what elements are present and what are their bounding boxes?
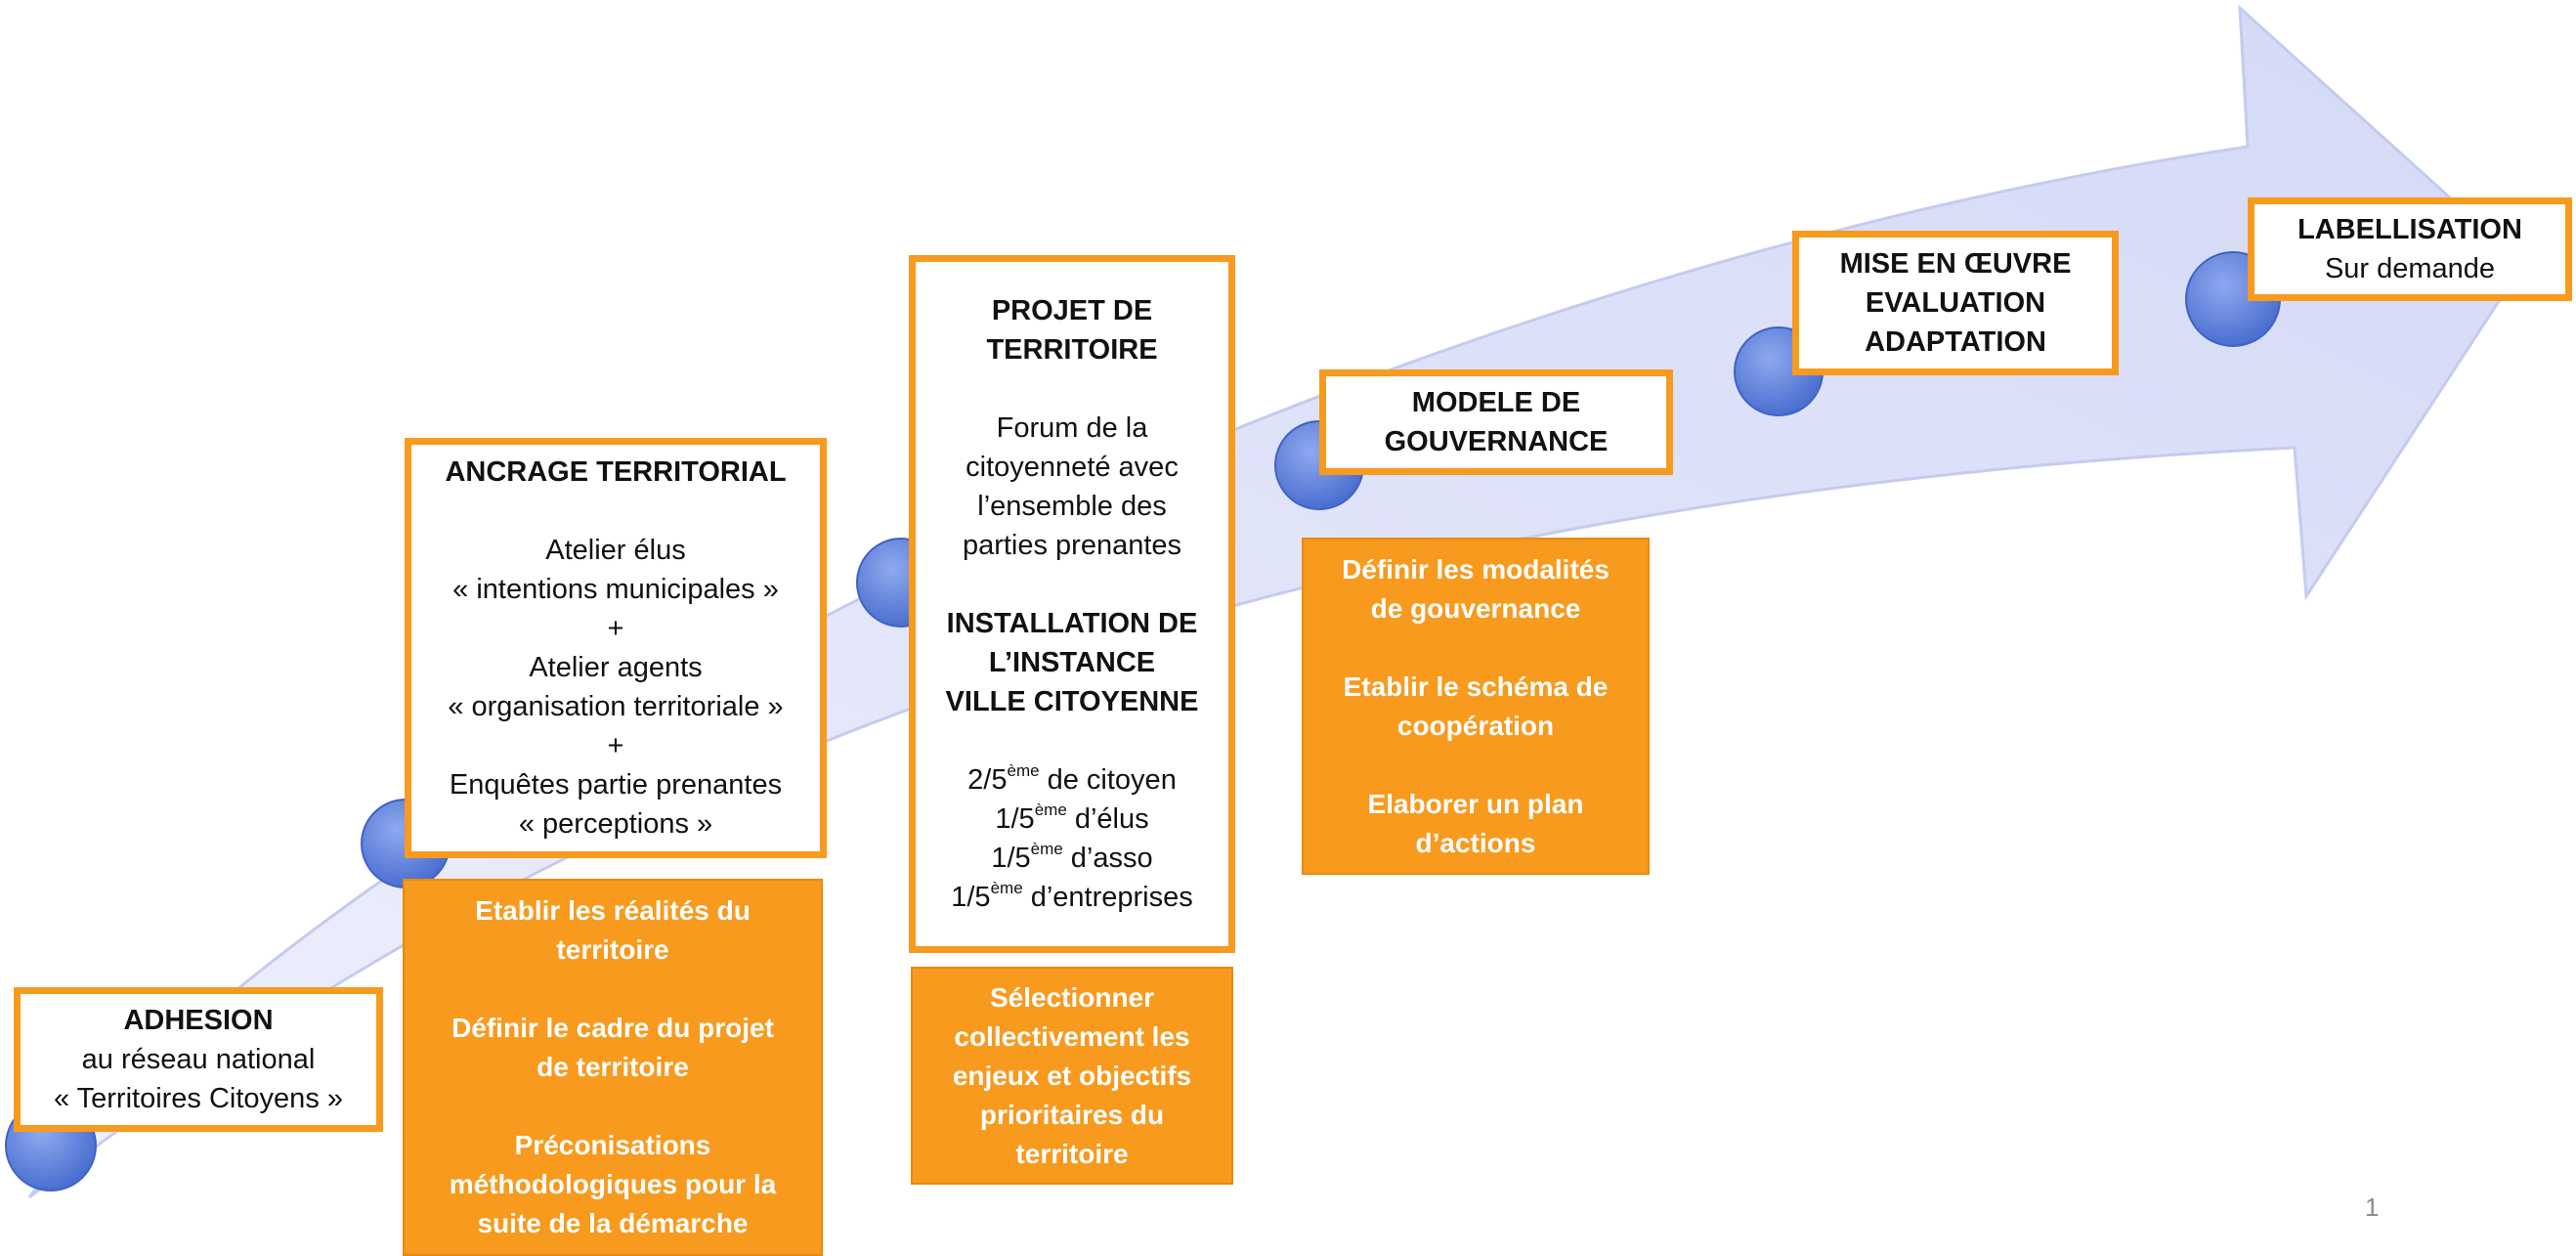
ancrage-action-line: Etablir les réalités du bbox=[475, 895, 751, 926]
step-labellisation: LABELLISATION Sur demande bbox=[2248, 197, 2572, 301]
page-number: 1 bbox=[2365, 1192, 2380, 1222]
step-modele-gouvernance: MODELE DE GOUVERNANCE bbox=[1319, 369, 1673, 475]
step-gouvernance-title: MODELE DE bbox=[1411, 387, 1581, 418]
ancrage-action-line: territoire bbox=[556, 934, 669, 965]
projet-action-line: enjeux et objectifs bbox=[952, 1060, 1192, 1091]
step-projet-instance-line: VILLE CITOYENNE bbox=[945, 686, 1199, 717]
projet-action-line: prioritaires du bbox=[979, 1099, 1165, 1130]
ancrage-action-line: méthodologiques pour la bbox=[449, 1169, 777, 1199]
composition-fraction: 1/5 bbox=[951, 882, 991, 913]
step-mise-en-oeuvre-line: ADAPTATION bbox=[1865, 326, 2046, 358]
composition-suffix: ème bbox=[1030, 840, 1063, 859]
step-adhesion: ADHESION au réseau national « Territoire… bbox=[14, 987, 383, 1132]
gouvernance-action-line: coopération bbox=[1396, 710, 1555, 741]
gouvernance-actions: Définir les modalités de gouvernance Eta… bbox=[1302, 538, 1650, 875]
step-ancrage-line: « organisation territoriale » bbox=[448, 691, 784, 722]
step-gouvernance-title: GOUVERNANCE bbox=[1384, 426, 1609, 457]
gouvernance-action-line: de gouvernance bbox=[1370, 592, 1581, 624]
step-projet-forum-line: citoyenneté avec bbox=[966, 452, 1179, 483]
step-projet-forum-line: l’ensemble des bbox=[977, 491, 1167, 522]
step-ancrage-line: « intentions municipales » bbox=[452, 574, 779, 605]
step-projet-forum-line: Forum de la bbox=[996, 412, 1148, 444]
composition-line: 1/5ème d’élus bbox=[925, 800, 1219, 839]
composition-line: 2/5ème de citoyen bbox=[925, 760, 1219, 800]
composition-suffix: ème bbox=[1007, 761, 1040, 781]
step-labellisation-title: LABELLISATION bbox=[2297, 214, 2522, 245]
step-ancrage-line: + bbox=[607, 613, 624, 644]
step-ancrage-line: « perceptions » bbox=[518, 808, 713, 840]
step-projet-title: TERRITOIRE bbox=[986, 334, 1158, 366]
step-projet-instance-line: L’INSTANCE bbox=[988, 647, 1156, 678]
step-ancrage-line: Atelier élus bbox=[545, 535, 686, 566]
step-ancrage-line: + bbox=[607, 730, 624, 761]
step-adhesion-line: « Territoires Citoyens » bbox=[53, 1083, 344, 1114]
composition-suffix: ème bbox=[990, 879, 1023, 898]
ancrage-action-line: Préconisations bbox=[514, 1130, 711, 1160]
composition-group: d’asso bbox=[1062, 843, 1153, 874]
composition-fraction: 2/5 bbox=[967, 764, 1008, 796]
gouvernance-action-line: Définir les modalités bbox=[1342, 553, 1610, 585]
step-projet-territoire: PROJET DE TERRITOIRE Forum de la citoyen… bbox=[909, 255, 1235, 953]
ancrage-actions: Etablir les réalités du territoire Défin… bbox=[403, 879, 823, 1256]
composition-line: 1/5ème d’asso bbox=[925, 839, 1219, 878]
ancrage-action-line: suite de la démarche bbox=[477, 1208, 749, 1238]
ancrage-action-line: de territoire bbox=[537, 1052, 689, 1082]
composition-group: de citoyen bbox=[1039, 764, 1177, 796]
gouvernance-action-line: d’actions bbox=[1415, 827, 1536, 858]
step-ancrage-line: Atelier agents bbox=[529, 652, 703, 683]
projet-action-line: territoire bbox=[1015, 1138, 1129, 1169]
step-projet-title: PROJET DE bbox=[991, 295, 1153, 326]
ancrage-action-line: Définir le cadre du projet bbox=[451, 1013, 774, 1043]
step-adhesion-line: au réseau national bbox=[81, 1044, 316, 1075]
step-ancrage-title: ANCRAGE TERRITORIAL bbox=[445, 456, 787, 488]
composition-group: d’entreprises bbox=[1022, 882, 1193, 913]
composition-fraction: 1/5 bbox=[991, 843, 1031, 874]
projet-action-line: collectivement les bbox=[954, 1020, 1190, 1052]
step-projet-forum-line: parties prenantes bbox=[962, 530, 1182, 561]
step-adhesion-title: ADHESION bbox=[123, 1005, 274, 1036]
step-projet-instance-line: INSTALLATION DE bbox=[946, 608, 1198, 639]
projet-actions: Sélectionner collectivement les enjeux e… bbox=[911, 967, 1233, 1185]
step-mise-en-oeuvre-line: MISE EN ŒUVRE bbox=[1839, 248, 2072, 280]
step-mise-en-oeuvre-line: EVALUATION bbox=[1865, 287, 2046, 319]
composition-line: 1/5ème d’entreprises bbox=[925, 878, 1219, 917]
step-ancrage-line: Enquêtes partie prenantes bbox=[449, 769, 783, 801]
projet-action-line: Sélectionner bbox=[989, 981, 1155, 1013]
composition-suffix: ème bbox=[1034, 801, 1067, 820]
composition-group: d’élus bbox=[1066, 803, 1149, 835]
composition-fraction: 1/5 bbox=[995, 803, 1035, 835]
gouvernance-action-line: Elaborer un plan bbox=[1367, 788, 1584, 819]
step-mise-en-oeuvre: MISE EN ŒUVRE EVALUATION ADAPTATION bbox=[1792, 231, 2119, 375]
gouvernance-action-line: Etablir le schéma de bbox=[1343, 671, 1609, 702]
step-ancrage-territorial: ANCRAGE TERRITORIAL Atelier élus « inten… bbox=[405, 438, 827, 858]
step-labellisation-subtitle: Sur demande bbox=[2324, 253, 2496, 284]
